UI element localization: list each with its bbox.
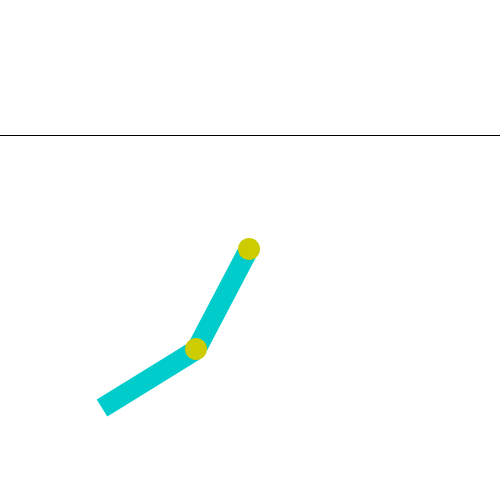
elbow-joint — [185, 338, 207, 360]
link-2 — [187, 244, 258, 355]
tip-joint — [238, 238, 260, 260]
link-1 — [96, 341, 202, 417]
